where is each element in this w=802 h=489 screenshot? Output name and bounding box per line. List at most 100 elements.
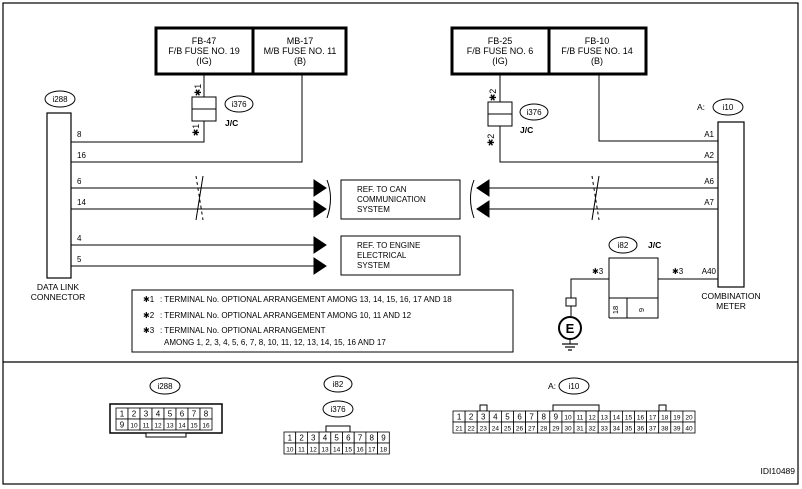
i10-pin-label: 25 xyxy=(504,426,512,433)
jc-i376-left: ✱1 ✱1 i376 J/C xyxy=(191,84,254,137)
jc-i82-pin-9: 9 xyxy=(637,308,646,312)
jc-id-right: i376 xyxy=(526,108,542,117)
i82-pin-label: 15 xyxy=(345,447,353,454)
meter-connector-id: i10 xyxy=(723,103,734,112)
fuse-fb25-name: F/B FUSE NO. 6 xyxy=(467,46,534,56)
i288-pin-label: 14 xyxy=(178,423,186,430)
meter-label-1: COMBINATION xyxy=(701,291,760,301)
i288-pin-label: 1 xyxy=(120,410,125,419)
i288-pin-label: 7 xyxy=(192,410,197,419)
connector-id-oval-i376-left xyxy=(224,95,254,113)
i10-pin-label: 8 xyxy=(542,413,547,422)
jc-label-left: J/C xyxy=(225,118,238,128)
jc-i82-id: i82 xyxy=(618,241,629,250)
i82-pin-label: 5 xyxy=(334,434,339,443)
twisted-pair-mark-left xyxy=(195,175,204,221)
view-label-i82: i82 xyxy=(333,380,344,389)
dlc-pin-14: 14 xyxy=(77,198,86,207)
i10-pin-label: 34 xyxy=(613,426,621,433)
twisted-pair-mark-right xyxy=(591,175,600,221)
i10-pin-label: 26 xyxy=(516,426,524,433)
arrows-from-meter-right xyxy=(470,179,490,219)
jc-i82-label: J/C xyxy=(648,240,661,250)
i10-pin-label: 4 xyxy=(493,413,498,422)
i10-pin-label: 31 xyxy=(576,426,584,433)
jc-i82: i82 J/C 18 9 ✱3 ✱3 xyxy=(592,236,684,319)
meter-pin-a7: A7 xyxy=(704,198,714,207)
arrows-to-ref-left xyxy=(313,179,331,275)
meter-pin-a6: A6 xyxy=(704,177,714,186)
fuse-fb25-supply: (IG) xyxy=(492,56,508,66)
note-2-mark: ✱2 xyxy=(143,311,155,320)
i82-pin-label: 16 xyxy=(356,447,364,454)
note-3-text2: AMONG 1, 2, 3, 4, 5, 6, 7, 8, 10, 11, 12… xyxy=(164,338,386,347)
i10-pin-label: 21 xyxy=(455,426,463,433)
note-3-mark: ✱3 xyxy=(143,326,155,335)
i82-pin-label: 3 xyxy=(311,434,316,443)
i10-pin-label: 22 xyxy=(468,426,476,433)
view-oval-i10 xyxy=(558,377,590,395)
note-3-text: : TERMINAL No. OPTIONAL ARRANGEMENT xyxy=(160,326,326,335)
meter-label-2: METER xyxy=(716,301,746,311)
fuse-fb10-id: FB-10 xyxy=(585,36,610,46)
i82-pin-label: 13 xyxy=(321,447,329,454)
connector-id-oval-i82 xyxy=(608,236,638,254)
i288-pin-label: 2 xyxy=(132,410,137,419)
meter-pin-a2: A2 xyxy=(704,151,714,160)
jc-i82-pin-18: 18 xyxy=(611,306,620,314)
i10-pin-label: 35 xyxy=(625,426,633,433)
i82-pin-label: 10 xyxy=(286,447,294,454)
i10-pin-label: 29 xyxy=(552,426,560,433)
jc-i82-mark-left: ✱3 xyxy=(592,267,604,276)
fuse-fb25-id: FB-25 xyxy=(488,36,513,46)
ref-box-engine: REF. TO ENGINE ELECTRICAL SYSTEM xyxy=(340,235,461,276)
fuse-fb47-id: FB-47 xyxy=(192,36,217,46)
jc-mark-bottom: ✱1 xyxy=(191,124,201,137)
i10-pin-label: 17 xyxy=(649,415,657,422)
view-label-i288: i288 xyxy=(157,382,173,391)
connector-id-oval-i376-right xyxy=(519,103,549,121)
ground-terminal: E xyxy=(558,297,582,351)
i82-pin-label: 12 xyxy=(310,447,318,454)
wires-right xyxy=(485,74,718,298)
dlc-label-1: DATA LINK xyxy=(37,282,80,292)
view-oval-i288 xyxy=(149,377,181,395)
i288-pin-label: 12 xyxy=(154,423,162,430)
i82-pin-label: 1 xyxy=(288,434,293,443)
i10-pin-label: 14 xyxy=(613,415,621,422)
data-link-connector: i288 DATA LINK CONNECTOR 8 16 6 14 4 5 xyxy=(31,90,86,302)
fuse-fb10-supply: (B) xyxy=(591,56,603,66)
i82-pin-label: 7 xyxy=(358,434,363,443)
i82-pin-label: 8 xyxy=(370,434,375,443)
i288-pin-label: 10 xyxy=(130,423,138,430)
i82-pin-label: 11 xyxy=(298,447,305,454)
i10-pin-label: 11 xyxy=(577,415,584,422)
i10-pin-label: 10 xyxy=(564,415,572,422)
i82-pin-label: 14 xyxy=(333,447,341,454)
dlc-label-2: CONNECTOR xyxy=(31,292,86,302)
jc-i82-mark-right: ✱3 xyxy=(672,267,684,276)
i82-pin-label: 17 xyxy=(368,447,376,454)
note-2-text: : TERMINAL No. OPTIONAL ARRANGEMENT AMON… xyxy=(160,311,412,320)
view-label-i10: i10 xyxy=(569,382,580,391)
fuse-box-left: FB-47 F/B FUSE NO. 19 (IG) MB-17 M/B FUS… xyxy=(154,26,348,76)
i10-pin-label: 3 xyxy=(481,413,486,422)
i288-pin-label: 16 xyxy=(202,423,210,430)
jc-mark-top: ✱1 xyxy=(193,84,203,97)
i288-pin-label: 5 xyxy=(168,410,173,419)
i10-pin-label: 28 xyxy=(540,426,548,433)
ref-box-can: REF. TO CAN COMMUNICATION SYSTEM xyxy=(340,179,461,220)
ref-can-line1: REF. TO CAN xyxy=(357,185,407,194)
i10-pin-cell xyxy=(682,421,696,434)
view-oval-i82 xyxy=(323,375,353,393)
i288-pin-label: 11 xyxy=(143,423,150,430)
note-1-mark: ✱1 xyxy=(143,295,155,304)
i10-pin-label: 36 xyxy=(637,426,645,433)
fuse-mb17-name: M/B FUSE NO. 11 xyxy=(264,46,337,56)
jc-mark-right-bottom: ✱2 xyxy=(486,134,496,147)
i10-pin-label: 20 xyxy=(685,415,693,422)
